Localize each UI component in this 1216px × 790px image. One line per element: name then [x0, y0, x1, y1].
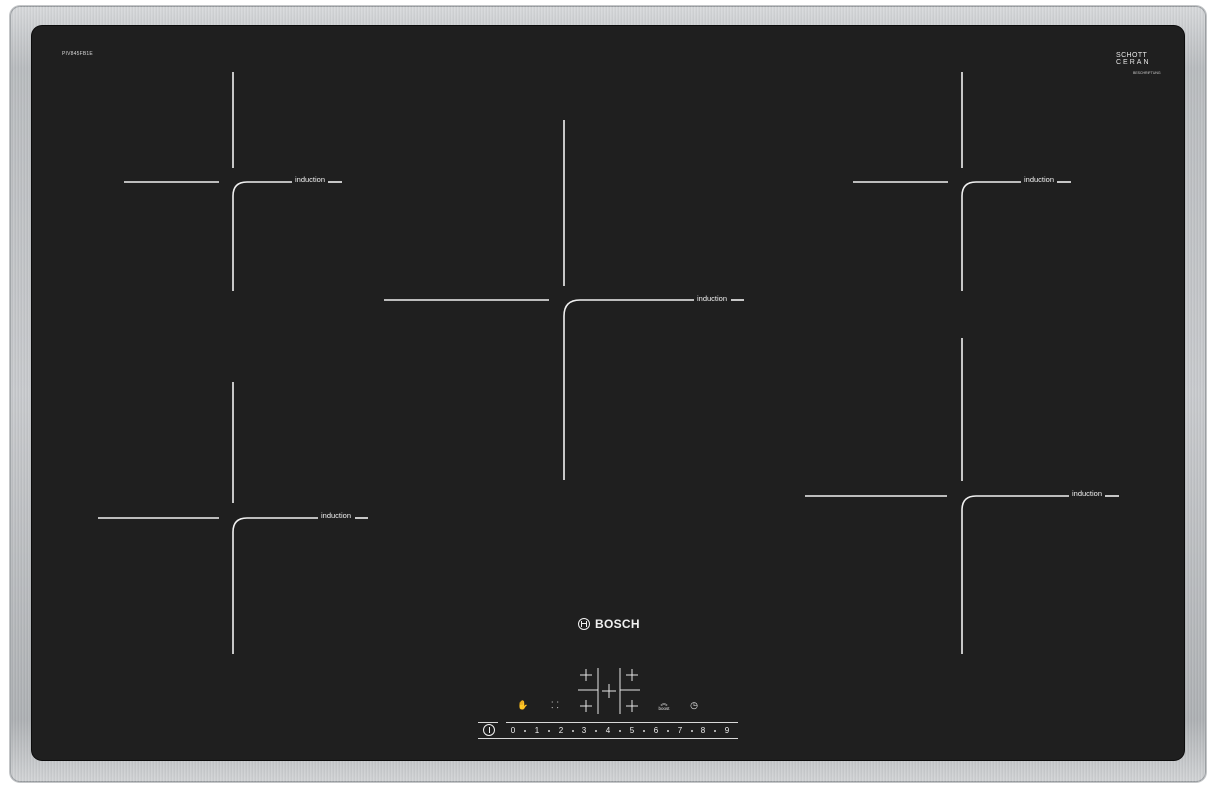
slider-level-1[interactable]: 1	[534, 726, 540, 735]
zone-bottom-right-marking	[805, 338, 1119, 654]
model-code: PIV845FB1E	[62, 51, 93, 57]
glass-code: BESCHRIFTUNG	[1133, 71, 1161, 75]
zone-bottom-left-label: induction	[321, 511, 351, 520]
slider-level-4[interactable]: 4	[605, 726, 611, 735]
zone-select-top-right[interactable]	[626, 669, 638, 681]
zone-select-bottom-right[interactable]	[626, 700, 638, 712]
power-icon[interactable]	[483, 724, 495, 736]
bosch-armature-icon	[578, 618, 590, 630]
slider-level-3[interactable]: 3	[581, 726, 587, 735]
slider-rail-bottom	[478, 738, 738, 739]
key-lock-icon[interactable]: ⸬	[551, 701, 559, 711]
zone-center-label: induction	[697, 294, 727, 303]
slider-level-5[interactable]: 5	[629, 726, 635, 735]
timer-icon[interactable]: ◷	[690, 701, 698, 711]
zone-top-right-label: induction	[1024, 175, 1054, 184]
zone-select-bottom-left[interactable]	[580, 700, 592, 712]
slider-rail-segment	[478, 722, 498, 723]
zone-top-right-marking	[853, 72, 1071, 291]
boost-icon: ︽	[660, 699, 668, 707]
hand-icon[interactable]: ✋	[517, 701, 529, 711]
slider-dot	[643, 730, 645, 732]
slider-level-6[interactable]: 6	[653, 726, 659, 735]
zone-select-center[interactable]	[602, 684, 616, 698]
schott-logo-line1: SCHOTT	[1116, 52, 1148, 59]
slider-level-2[interactable]: 2	[558, 726, 564, 735]
slider-level-7[interactable]: 7	[677, 726, 683, 735]
brand-name: BOSCH	[595, 617, 640, 631]
slider-level-8[interactable]: 8	[700, 726, 706, 735]
slider-dot	[548, 730, 550, 732]
schott-ceran-logo: SCHOTT CERAN BESCHRIFTUNG	[1116, 52, 1161, 77]
slider-dot	[619, 730, 621, 732]
zone-top-left-marking	[124, 72, 342, 291]
slider-level-0[interactable]: 0	[510, 726, 516, 735]
boost-label: boost	[658, 706, 670, 711]
slider-dot	[691, 730, 693, 732]
zone-bottom-left-marking	[98, 382, 368, 654]
slider-dot	[595, 730, 597, 732]
boost-button[interactable]: ︽ boost	[654, 700, 674, 712]
zone-selectors[interactable]	[578, 668, 640, 714]
schott-logo-line2: CERAN	[1116, 59, 1151, 66]
zone-bottom-right-label: induction	[1072, 489, 1102, 498]
power-level-slider[interactable]: 0 1 2 3 4 5 6 7 8 9	[478, 722, 738, 740]
brand-logo: BOSCH	[578, 615, 640, 633]
slider-level-9[interactable]: 9	[724, 726, 730, 735]
zone-top-left-label: induction	[295, 175, 325, 184]
zone-center-marking	[384, 120, 744, 480]
slider-rail-segment	[506, 722, 738, 723]
slider-dot	[572, 730, 574, 732]
glass-cooktop-surface	[32, 26, 1184, 760]
slider-dot	[667, 730, 669, 732]
zone-select-top-left[interactable]	[580, 669, 592, 681]
slider-dot	[714, 730, 716, 732]
slider-dot	[524, 730, 526, 732]
